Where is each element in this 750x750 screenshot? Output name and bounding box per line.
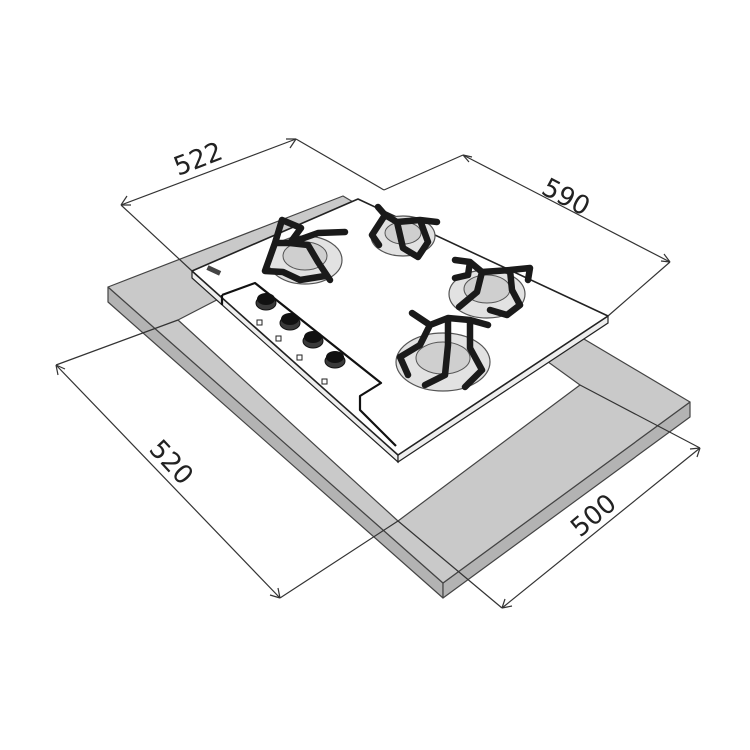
grate-front-center bbox=[396, 309, 492, 391]
grate-rear-right bbox=[368, 203, 441, 261]
dimension-522-label: 522 bbox=[170, 137, 227, 183]
grate-front-right bbox=[451, 256, 534, 319]
knob-4 bbox=[321, 351, 346, 385]
dimension-520-label: 520 bbox=[143, 434, 199, 491]
burner-front-center bbox=[395, 309, 492, 392]
burner-rear-right bbox=[368, 203, 441, 261]
grate-rear-left bbox=[261, 216, 349, 284]
burner-front-right bbox=[448, 256, 534, 319]
control-panel-outline bbox=[221, 281, 397, 447]
knob-3 bbox=[296, 331, 324, 361]
burner-rear-left bbox=[261, 216, 349, 285]
countertop bbox=[107, 195, 691, 599]
knob-1 bbox=[255, 293, 277, 326]
brand-logo bbox=[206, 265, 222, 276]
knob-2 bbox=[275, 313, 301, 342]
dimension-590-label: 590 bbox=[537, 173, 595, 223]
